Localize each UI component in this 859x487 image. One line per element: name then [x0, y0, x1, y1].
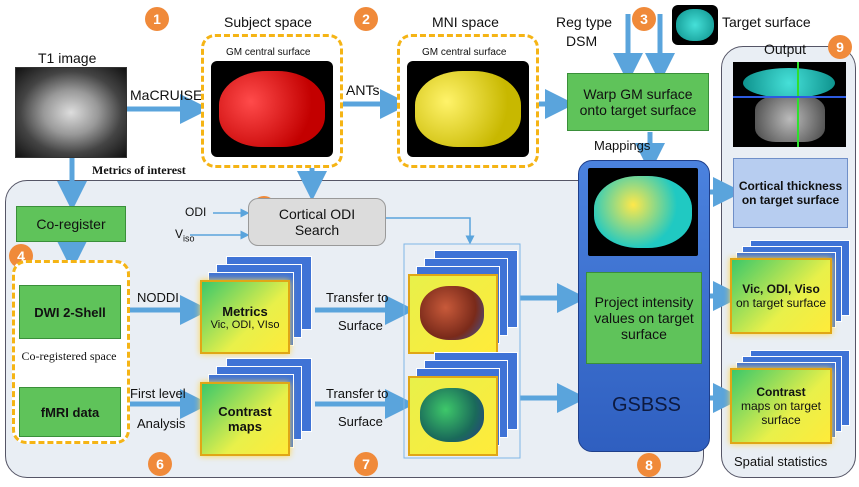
metrics-of-interest-label: Metrics of interest — [92, 163, 186, 177]
surface-label-1: Surface — [338, 318, 383, 333]
gm-central-surface-label: GM central surface — [226, 47, 311, 58]
output-contrast-stack: Contrast maps on target surface — [730, 350, 850, 444]
first-level-label: First level — [130, 386, 186, 401]
metrics-title: Metrics — [222, 303, 268, 319]
target-surface-label: Target surface — [722, 14, 811, 30]
gsbss-label: GSBSS — [612, 394, 681, 416]
t1-image-label: T1 image — [38, 50, 97, 66]
odi-label: ODI — [185, 205, 207, 219]
t1-image — [15, 67, 127, 158]
cortical-odi-search-box: Cortical ODI Search — [248, 198, 386, 246]
metrics-sub: Vic, ODI, VIso — [210, 318, 280, 331]
warp-gm-surface-box: Warp GM surface onto target surface — [567, 73, 709, 131]
contrast-surface-brain — [408, 376, 498, 456]
cortical-thickness-box: Cortical thickness on target surface — [733, 158, 848, 228]
contrast-surface-stack — [408, 352, 518, 456]
mni-brain-image — [407, 61, 529, 157]
output-brain-image — [733, 62, 846, 147]
output-label: Output — [764, 41, 807, 57]
output-contrast-bold: Contrast — [756, 385, 806, 399]
cortical-thickness-label: Cortical thickness on target surface — [738, 179, 843, 207]
gsbss-brain-image — [588, 168, 698, 256]
fmri-data-box: fMRI data — [19, 387, 121, 437]
transfer-to-label-2: Transfer to — [326, 386, 389, 401]
metrics-stack: Metrics Vic, ODI, VIso — [200, 256, 312, 356]
gm-central-surface-label-2: GM central surface — [422, 47, 507, 58]
dsm-label: DSM — [566, 33, 598, 49]
dwi-2-shell-box: DWI 2-Shell — [19, 285, 121, 339]
surface-label-2: Surface — [338, 414, 383, 429]
co-registered-space-box: DWI 2-Shell Co-registered space fMRI dat… — [12, 260, 130, 444]
step-badge-9: 9 — [828, 35, 852, 59]
output-metrics-stack: Vic, ODI, Viso on target surface — [730, 240, 850, 334]
step-badge-2: 2 — [354, 7, 378, 31]
mni-space-label: MNI space — [432, 14, 499, 30]
analysis-label: Analysis — [137, 416, 186, 431]
step-badge-6: 6 — [148, 452, 172, 476]
macruise-label: MaCRUISE — [130, 87, 203, 103]
mappings-label: Mappings — [594, 138, 651, 153]
transfer-to-label-1: Transfer to — [326, 290, 389, 305]
output-metrics-tile: Vic, ODI, Viso on target surface — [730, 258, 832, 334]
contrast-maps-stack: Contrast maps — [200, 358, 312, 458]
co-registered-space-label: Co-registered space — [21, 349, 117, 363]
subject-brain-image — [211, 61, 333, 157]
subject-space-label: Subject space — [224, 14, 312, 30]
subject-space-box: GM central surface — [201, 34, 343, 168]
mni-space-box: GM central surface — [397, 34, 539, 168]
target-surface-image — [672, 5, 718, 45]
ants-label: ANTs — [346, 82, 380, 98]
output-metrics-bold: Vic, ODI, Viso — [742, 282, 820, 296]
output-metrics-rest: on target surface — [735, 296, 827, 310]
project-intensity-box: Project intensity values on target surfa… — [586, 272, 702, 364]
metrics-surface-brain — [408, 274, 498, 354]
metrics-tile: Metrics Vic, ODI, VIso — [200, 280, 290, 354]
step-badge-8: 8 — [637, 453, 661, 477]
contrast-maps-tile: Contrast maps — [200, 382, 290, 456]
step-badge-7: 7 — [354, 452, 378, 476]
spatial-statistics-label: Spatial statistics — [734, 454, 828, 469]
output-contrast-rest: maps on target surface — [740, 399, 822, 427]
output-contrast-tile: Contrast maps on target surface — [730, 368, 832, 444]
viso-label: Viso — [175, 227, 195, 244]
co-register-box: Co-register — [16, 206, 126, 242]
cortical-odi-search-label: Cortical ODI Search — [278, 206, 356, 238]
metrics-surface-stack — [408, 250, 518, 354]
reg-type-label: Reg type — [556, 14, 613, 30]
step-badge-3: 3 — [632, 7, 656, 31]
noddi-label: NODDI — [137, 290, 179, 305]
step-badge-1: 1 — [145, 7, 169, 31]
